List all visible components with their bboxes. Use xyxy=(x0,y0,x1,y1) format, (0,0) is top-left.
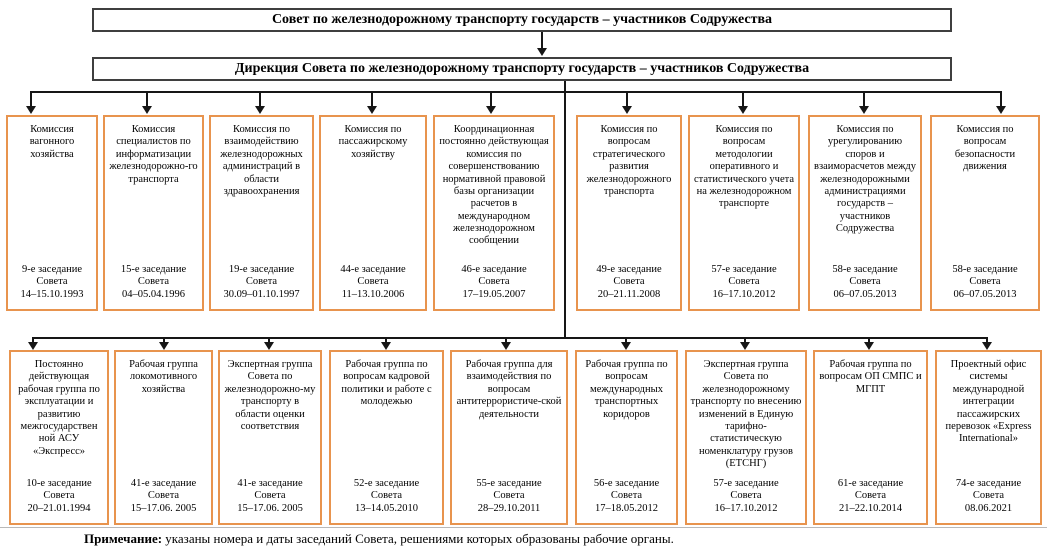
commission-box: Координационная постоянно действующая ко… xyxy=(433,115,555,311)
working-group-title: Рабочая группа локомотивного хозяйства xyxy=(129,359,198,395)
working-group-title: Рабочая группа по вопросам ОП СМПС и МГП… xyxy=(819,359,922,395)
commission-session: 57-е заседание Совета 16–17.10.2012 xyxy=(711,263,777,300)
connector-arrow-row1 xyxy=(622,91,632,114)
commission-title: Комиссия по вопросам методологии операти… xyxy=(693,124,794,210)
working-group-session: 41-е заседание Совета 15–17.06. 2005 xyxy=(130,477,197,514)
working-group-title: Постоянно действующая рабочая группа по … xyxy=(18,359,100,457)
connector-arrow-row1 xyxy=(486,91,496,114)
connector-bus-row2 xyxy=(32,337,988,339)
commission-session: 15-е заседание Совета 04–05.04.1996 xyxy=(120,263,187,300)
working-group-session: 56-е заседание Совета 17–18.05.2012 xyxy=(593,477,660,514)
working-group-box: Рабочая группа локомотивного хозяйства 4… xyxy=(114,350,213,525)
footnote: Примечание: указаны номера и даты заседа… xyxy=(84,531,674,547)
commission-title: Комиссия специалистов по информатизации … xyxy=(109,124,198,185)
working-group-session: 57-е заседание Совета 16–17.10.2012 xyxy=(713,477,779,514)
connector-arrow-row2 xyxy=(381,337,391,350)
footnote-label: Примечание: xyxy=(84,531,163,546)
connector-arrow-row2 xyxy=(501,337,511,350)
commission-title: Комиссия по пассажирскому хозяйству xyxy=(338,124,408,160)
connector-arrow-row2 xyxy=(264,337,274,350)
connector-arrow-row2 xyxy=(159,337,169,350)
commission-session: 49-е заседание Совета 20–21.11.2008 xyxy=(596,263,662,300)
working-group-session: 61-е заседание Совета 21–22.10.2014 xyxy=(837,477,904,514)
working-group-box: Экспертная группа Совета по железнодорож… xyxy=(685,350,807,525)
commission-title: Комиссия по взаимодействию железнодорожн… xyxy=(220,124,303,197)
working-group-box: Экспертная группа Совета по железнодорож… xyxy=(218,350,322,525)
working-group-session: 41-е заседание Совета 15–17.06. 2005 xyxy=(237,477,303,514)
directorate-title: Дирекция Совета по железнодорожному тран… xyxy=(234,61,810,76)
connector-arrow-row1 xyxy=(255,91,265,114)
connector-arrow-row1 xyxy=(859,91,869,114)
working-group-session: 10-е заседание Совета 20–21.01.1994 xyxy=(26,477,92,514)
connector-arrow-row2 xyxy=(864,337,874,350)
commission-box: Комиссия по урегулированию споров и взаи… xyxy=(808,115,922,311)
working-group-box: Проектный офис системы международной инт… xyxy=(935,350,1042,525)
working-group-box: Рабочая группа для взаимодействия по воп… xyxy=(450,350,568,525)
working-group-session: 52-е заседание Совета 13–14.05.2010 xyxy=(353,477,420,514)
working-group-title: Рабочая группа по вопросам международных… xyxy=(585,359,668,420)
working-group-session: 55-е заседание Совета 28–29.10.2011 xyxy=(476,477,542,514)
connector-bus-row1 xyxy=(30,91,1002,93)
working-group-title: Проектный офис системы международной инт… xyxy=(945,359,1032,445)
connector-arrow-row1 xyxy=(738,91,748,114)
connector-arrow-row2 xyxy=(28,337,38,350)
working-group-title: Экспертная группа Совета по железнодорож… xyxy=(224,359,316,432)
connector-arrow-row2 xyxy=(621,337,631,350)
working-group-box: Рабочая группа по вопросам ОП СМПС и МГП… xyxy=(813,350,928,525)
commission-title: Комиссия по вопросам безопасности движен… xyxy=(954,124,1016,173)
commission-session: 19-е заседание Совета 30.09–01.10.1997 xyxy=(223,263,300,300)
connector-arrow-row1 xyxy=(142,91,152,114)
commission-box: Комиссия вагонного хозяйства 9-е заседан… xyxy=(6,115,98,311)
commission-title: Комиссия вагонного хозяйства xyxy=(29,124,75,160)
footnote-text: указаны номера и даты заседаний Совета, … xyxy=(162,531,674,546)
council-box: Совет по железнодорожному транспорту гос… xyxy=(92,8,952,32)
commission-session: 58-е заседание Совета 06–07.05.2013 xyxy=(952,263,1018,300)
commission-box: Комиссия по взаимодействию железнодорожн… xyxy=(209,115,314,311)
connector-arrow-row1 xyxy=(26,91,36,114)
working-group-box: Рабочая группа по вопросам кадровой поли… xyxy=(329,350,444,525)
commission-title: Координационная постоянно действующая ко… xyxy=(439,124,549,247)
commission-session: 46-е заседание Совета 17–19.05.2007 xyxy=(461,263,527,300)
working-group-title: Рабочая группа для взаимодействия по воп… xyxy=(456,359,562,420)
commission-box: Комиссия по вопросам безопасности движен… xyxy=(930,115,1040,311)
council-title: Совет по железнодорожному транспорту гос… xyxy=(271,12,773,27)
bottom-divider xyxy=(0,527,1047,528)
commission-title: Комиссия по вопросам стратегического раз… xyxy=(586,124,672,197)
connector-arrow-row1 xyxy=(996,91,1006,114)
commission-session: 44-е заседание Совета 11–13.10.2006 xyxy=(340,263,406,300)
commission-session: 58-е заседание Совета 06–07.05.2013 xyxy=(832,263,898,300)
connector-arrow-row2 xyxy=(982,337,992,350)
connector-council-directorate-arrow xyxy=(537,32,547,56)
connector-trunk-line xyxy=(564,81,566,339)
directorate-box: Дирекция Совета по железнодорожному тран… xyxy=(92,57,952,81)
connector-arrow-row1 xyxy=(367,91,377,114)
commission-box: Комиссия по вопросам стратегического раз… xyxy=(576,115,682,311)
working-group-title: Рабочая группа по вопросам кадровой поли… xyxy=(341,359,432,408)
commission-box: Комиссия по пассажирскому хозяйству 44-е… xyxy=(319,115,427,311)
working-group-session: 74-е заседание Совета 08.06.2021 xyxy=(955,477,1022,514)
commission-session: 9-е заседание Совета 14–15.10.1993 xyxy=(20,263,84,300)
commission-box: Комиссия по вопросам методологии операти… xyxy=(688,115,800,311)
commission-title: Комиссия по урегулированию споров и взаи… xyxy=(813,124,917,234)
working-group-box: Постоянно действующая рабочая группа по … xyxy=(9,350,109,525)
commission-box: Комиссия специалистов по информатизации … xyxy=(103,115,204,311)
working-group-box: Рабочая группа по вопросам международных… xyxy=(575,350,678,525)
connector-arrow-row2 xyxy=(740,337,750,350)
working-group-title: Экспертная группа Совета по железнодорож… xyxy=(690,359,802,469)
